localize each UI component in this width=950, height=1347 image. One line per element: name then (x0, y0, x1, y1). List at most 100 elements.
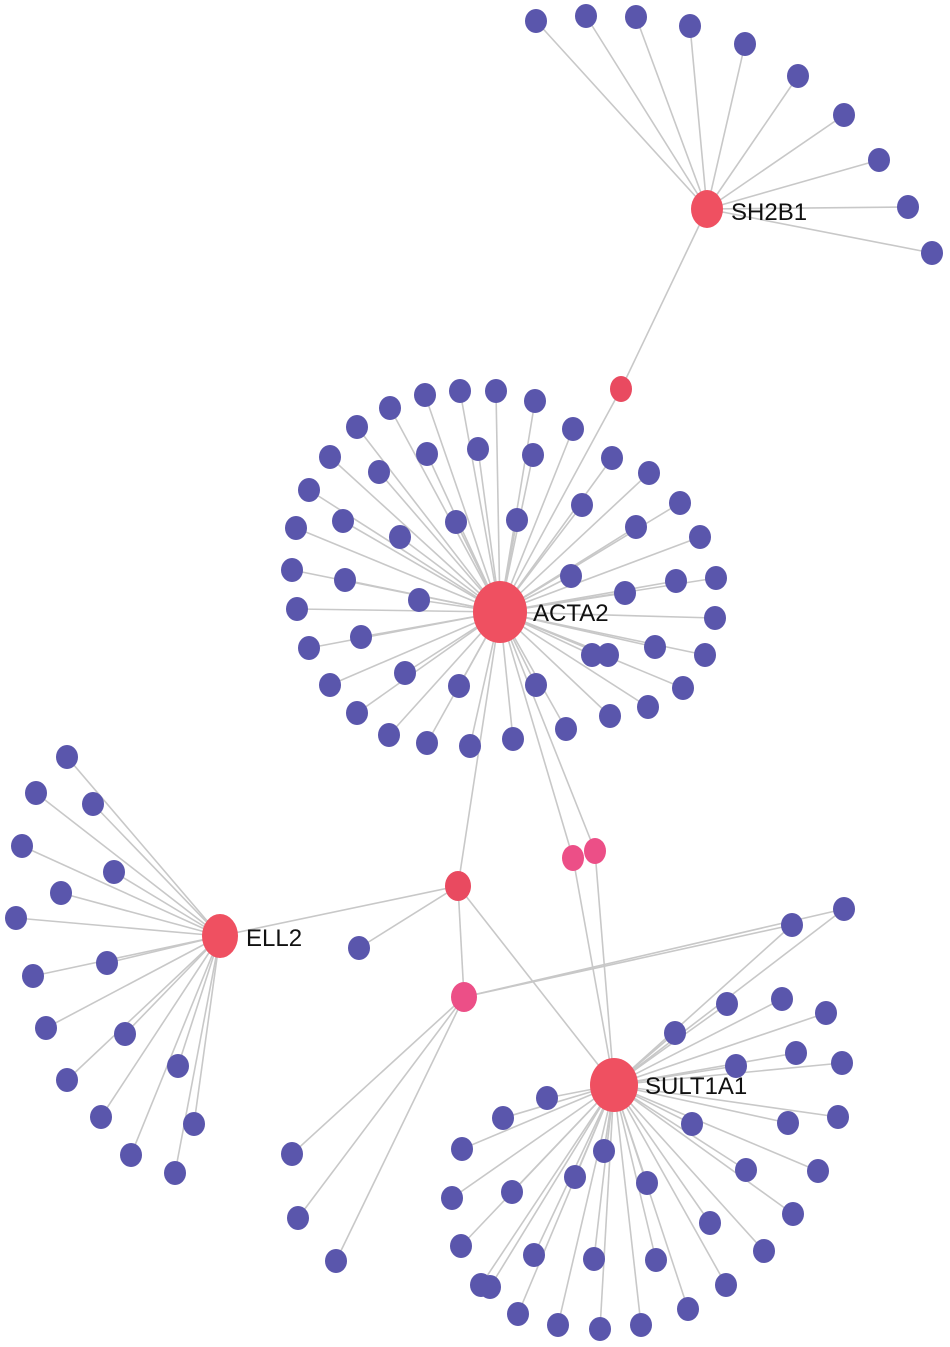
leaf-node (523, 1243, 545, 1267)
network-edge (219, 885, 459, 937)
leaf-node (56, 1068, 78, 1092)
leaf-node (672, 676, 694, 700)
leaf-node (715, 1273, 737, 1297)
leaf-edge (613, 1084, 839, 1118)
leaf-node (716, 992, 738, 1016)
hub-label-sh2b1: SH2B1 (731, 199, 807, 226)
leaf-edge (499, 611, 716, 619)
leaf-node (164, 1161, 186, 1185)
leaf-edge (356, 426, 501, 613)
leaf-node (785, 1041, 807, 1065)
leaf-node (448, 674, 470, 698)
network-edge (499, 388, 622, 613)
leaf-node (298, 478, 320, 502)
leaf-node (50, 881, 72, 905)
leaf-edge (585, 15, 708, 210)
network-edge (620, 208, 708, 390)
leaf-edge (463, 908, 845, 998)
leaf-node (441, 1186, 463, 1210)
leaf-edge (459, 390, 501, 613)
leaf-node (114, 1022, 136, 1046)
leaf-node (82, 792, 104, 816)
leaf-node (705, 566, 727, 590)
leaf-edge (329, 456, 501, 613)
leaf-node (601, 446, 623, 470)
leaf-edge (706, 208, 933, 254)
leaf-edge (358, 885, 459, 949)
leaf-node (681, 1112, 703, 1136)
leaf-edge (193, 935, 221, 1125)
leaf-edge (295, 527, 501, 613)
leaf-edge (706, 43, 746, 210)
leaf-node (485, 379, 507, 403)
leaf-edge (100, 935, 221, 1118)
leaf-node (665, 569, 687, 593)
leaf-node (725, 1054, 747, 1078)
connector-node-layer (445, 376, 632, 1012)
leaf-node (524, 389, 546, 413)
leaf-edge (613, 1084, 794, 1215)
leaf-node (555, 717, 577, 741)
leaf-node (777, 1111, 799, 1135)
leaf-edge (32, 935, 221, 977)
leaf-edge (66, 935, 221, 1081)
leaf-edge (499, 611, 649, 708)
leaf-edge (342, 520, 501, 613)
leaf-edge (613, 1012, 827, 1086)
leaf-node (704, 606, 726, 630)
connector-node (451, 982, 477, 1012)
leaf-edge (35, 792, 221, 937)
leaf-node (807, 1159, 829, 1183)
connector-node (445, 871, 471, 901)
leaf-node (536, 1086, 558, 1110)
leaf-edge (177, 935, 221, 1067)
network-edge (594, 850, 615, 1086)
leaf-node (22, 964, 44, 988)
leaf-edge (706, 75, 799, 210)
leaf-edge (489, 1084, 615, 1288)
leaf-node (782, 1202, 804, 1226)
hub-node-sh2b1 (691, 190, 723, 228)
leaf-node (593, 1139, 615, 1163)
leaf-edge (495, 390, 501, 613)
leaf-edge (613, 1084, 819, 1172)
leaf-edge (60, 892, 221, 937)
leaf-edge (613, 1084, 657, 1261)
leaf-node (502, 727, 524, 751)
leaf-edge (113, 871, 221, 937)
leaf-edge (66, 756, 221, 937)
leaf-edge (130, 935, 221, 1156)
leaf-edge (480, 1084, 615, 1286)
network-edge (572, 857, 615, 1086)
leaf-edge (21, 845, 221, 937)
leaf-node (25, 781, 47, 805)
leaf-node (735, 1158, 757, 1182)
leaf-node (677, 1297, 699, 1321)
leaf-node (753, 1239, 775, 1263)
leaf-node (787, 64, 809, 88)
leaf-node (599, 704, 621, 728)
connector-node (584, 838, 606, 864)
leaf-edge (335, 996, 465, 1262)
leaf-node (332, 509, 354, 533)
leaf-node (564, 1165, 586, 1189)
leaf-edge (451, 1084, 615, 1199)
leaf-node (771, 987, 793, 1011)
hub-node-ell2 (202, 914, 238, 958)
leaf-edge (613, 1084, 765, 1252)
leaf-node (694, 643, 716, 667)
leaf-edge (461, 1084, 615, 1150)
leaf-node (506, 508, 528, 532)
leaf-node (414, 383, 436, 407)
leaf-edge (613, 1084, 747, 1171)
leaf-node (638, 461, 660, 485)
leaf-edge (689, 25, 708, 210)
leaf-edge (174, 935, 221, 1174)
hub-node-acta2 (473, 581, 527, 643)
leaf-node (394, 661, 416, 685)
leaf-node (492, 1106, 514, 1130)
leaf-node (507, 1302, 529, 1326)
leaf-node (183, 1112, 205, 1136)
leaf-node (815, 1001, 837, 1025)
